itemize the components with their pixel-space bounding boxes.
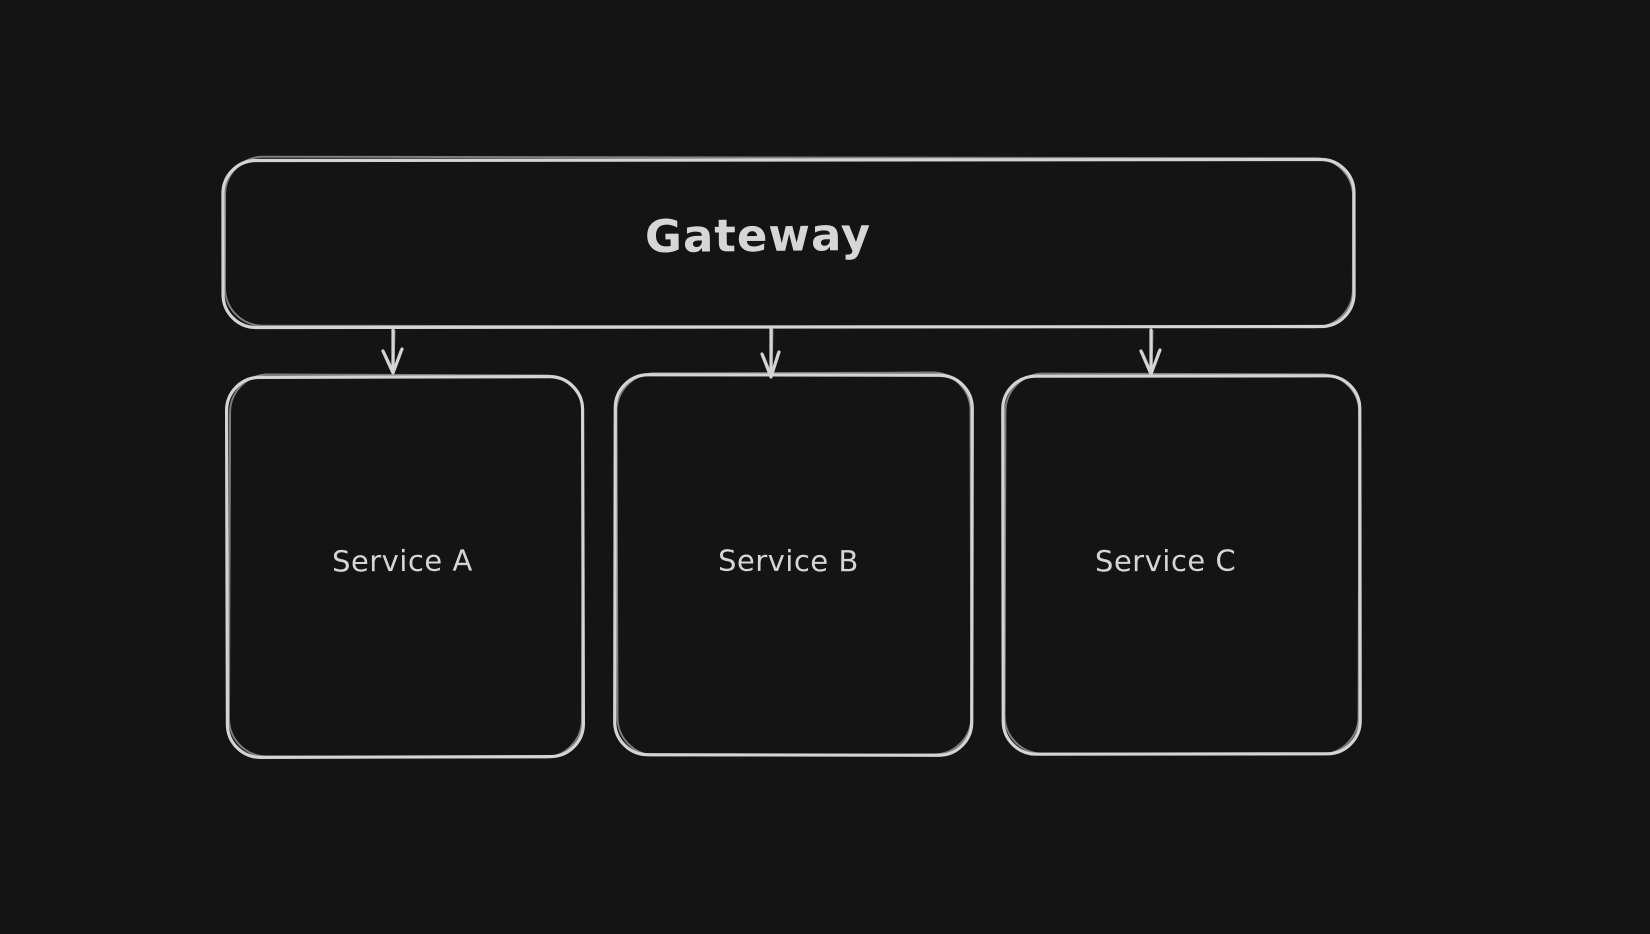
service-b-node-box [613,371,974,757]
arrow-gateway-to-service-c [1139,328,1162,376]
gateway-node-box [221,155,1356,330]
service-a-node-box [224,373,586,759]
arrow-gateway-to-service-a [381,328,404,375]
arrow-gateway-to-service-b [760,327,781,379]
service-c-node-box [1001,372,1362,756]
